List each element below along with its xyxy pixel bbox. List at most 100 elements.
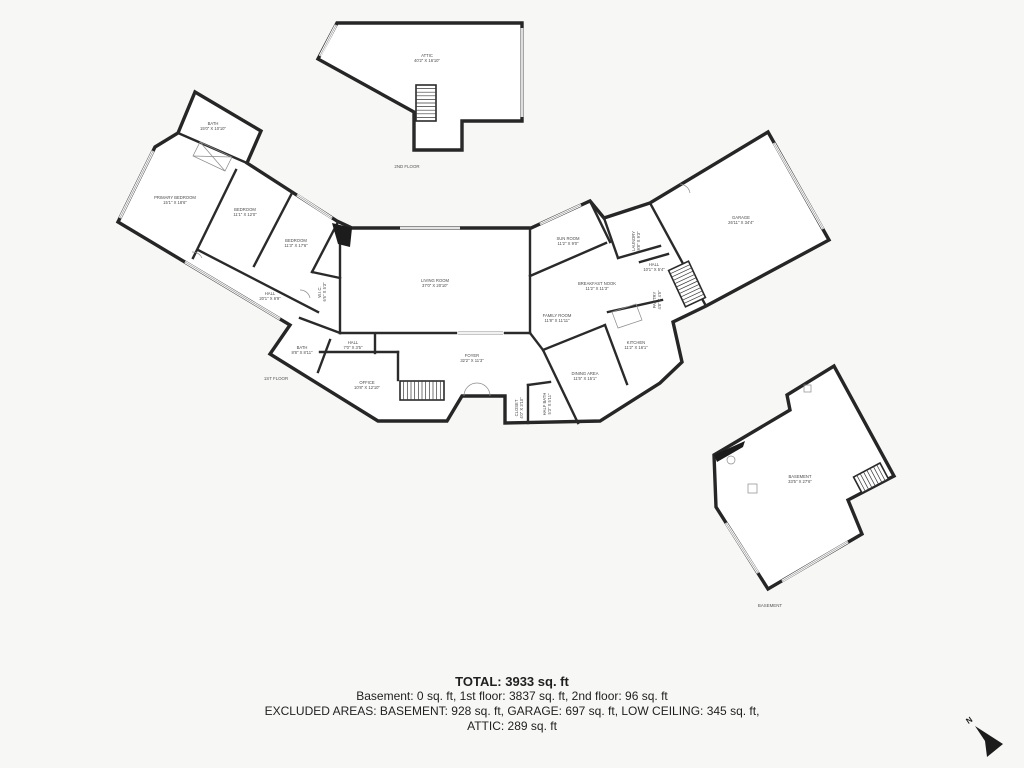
stair-step	[674, 274, 695, 285]
window	[319, 24, 337, 57]
interior-wall	[191, 168, 238, 260]
room-dims-half-bath: 5'3" X 5'11"	[547, 393, 552, 415]
interior-wall	[616, 244, 662, 260]
interior-wall	[298, 316, 342, 335]
room-dims-pantry: 4'8" X 4'5"	[657, 290, 662, 310]
stair-step	[866, 469, 876, 487]
interior-wall	[196, 248, 320, 314]
stair-step	[683, 293, 705, 304]
garage-door-swing	[679, 183, 691, 194]
room-dims-living-room: 37'0" X 20'10"	[422, 283, 449, 288]
room-name-primary-bedroom: PRIMARY BEDROOM	[154, 195, 196, 200]
room-name-laundry: LAUNDRY	[631, 231, 636, 251]
closet-box-cross	[192, 155, 233, 158]
room-dims-office: 10'8" X 12'10"	[354, 385, 381, 390]
attic-stairs	[415, 84, 437, 122]
stair-step	[680, 287, 701, 298]
bedroom-door-swing	[299, 289, 311, 299]
window	[296, 194, 333, 219]
room-dims-foyer: 32'2" X 11'3"	[460, 358, 484, 363]
floor-label-second: 2ND FLOOR	[394, 164, 419, 169]
interior-wall	[602, 216, 620, 260]
room-name-bath-upper: BATH	[208, 121, 219, 126]
room-dims-sun-room: 11'2" X 9'0"	[557, 241, 579, 246]
room-name-hall-garage: HALL	[649, 262, 660, 267]
window	[773, 142, 824, 230]
basement-dark-corner	[714, 441, 745, 462]
interior-wall	[603, 323, 629, 386]
stair-step	[856, 475, 866, 492]
room-dims-bedroom-2: 11'3" X 17'6"	[284, 243, 308, 248]
room-dims-attic: 40'2" X 16'10"	[414, 58, 441, 63]
room-name-half-bath: HALF BATH	[542, 393, 547, 416]
window	[725, 522, 759, 574]
first-floor-outline	[115, 89, 832, 425]
room-name-attic: ATTIC	[421, 53, 433, 58]
stair-step	[682, 290, 703, 301]
interior-wall	[588, 199, 612, 244]
room-dims-primary-bedroom: 15'1" X 18'6"	[163, 200, 187, 205]
room-name-pantry: PANTRY	[652, 291, 657, 308]
stair-step	[671, 267, 692, 278]
stair-step	[869, 468, 879, 485]
room-dims-basement: 33'5" X 27'6"	[788, 479, 812, 484]
room-dims-closet: 4'0" X 3'10"	[519, 397, 524, 419]
interior-wall	[528, 331, 545, 352]
interior-wall	[638, 252, 670, 264]
interior-wall	[528, 241, 608, 278]
basement-water-heater	[726, 455, 736, 465]
area-summary: TOTAL: 3933 sq. ft Basement: 0 sq. ft, 1…	[0, 674, 1024, 734]
stair-step	[669, 264, 691, 275]
room-name-living-room: LIVING ROOM	[421, 278, 449, 283]
room-name-closet: CLOSET	[514, 399, 519, 416]
stair-step	[859, 473, 869, 490]
room-dims-laundry: 9'8" X 9'3"	[636, 231, 641, 251]
room-name-hall-bedrooms: HALL	[265, 291, 276, 296]
room-name-bedroom-1: BEDROOM	[234, 207, 256, 212]
room-dims-bath-lower: 8'8" X 8'11"	[291, 350, 313, 355]
office-stairs	[399, 380, 445, 401]
basement-fixture	[747, 483, 758, 494]
front-door-swing	[476, 382, 491, 397]
north-letter: N	[964, 715, 974, 726]
basement-fixture	[803, 384, 812, 393]
room-dims-family-room: 11'8" X 11'11"	[544, 318, 570, 323]
window	[184, 261, 281, 320]
label-group-wic: W.I.C. 6'6" X 5'3"	[317, 282, 327, 302]
room-name-bedroom-2: BEDROOM	[285, 238, 307, 243]
garage-stairs	[667, 260, 707, 308]
stair-step	[676, 277, 697, 288]
window	[781, 541, 849, 582]
interior-wall	[310, 220, 340, 274]
stair-step	[677, 280, 698, 291]
room-name-bath-lower: BATH	[297, 345, 308, 350]
room-name-sun-room: SUN ROOM	[556, 236, 580, 241]
total-area: TOTAL: 3933 sq. ft	[455, 674, 569, 689]
floor-label-basement: BASEMENT	[758, 603, 782, 608]
room-name-dining-area: DINING AREA	[572, 371, 599, 376]
room-dims-dining-area: 11'5" X 15'1"	[573, 376, 597, 381]
room-dims-breakfast-nook: 11'2" X 11'3"	[585, 286, 609, 291]
stair-step	[673, 270, 694, 281]
excluded-areas-line: EXCLUDED AREAS: BASEMENT: 928 sq. ft, GA…	[264, 704, 760, 718]
north-arrow-icon	[975, 726, 1003, 757]
stair-outline	[667, 260, 707, 308]
interior-wall	[310, 270, 342, 280]
kitchen-island	[611, 303, 643, 329]
interior-wall	[541, 323, 607, 352]
front-door-swing	[463, 382, 478, 397]
room-dims-bedroom-1: 11'1" X 12'0"	[233, 212, 257, 217]
label-group-pantry: PANTRY 4'8" X 4'5"	[652, 290, 662, 310]
floor-label-first: 1ST FLOOR	[264, 376, 288, 381]
basement-stairs	[852, 461, 890, 495]
bath-door-swing	[191, 251, 203, 259]
fireplace	[332, 223, 352, 247]
label-group-half-bath: HALF BATH 5'3" X 5'11"	[542, 393, 552, 416]
room-dims-bath-upper: 15'0" X 10'10"	[200, 126, 227, 131]
room-name-office: OFFICE	[359, 380, 375, 385]
interior-wall	[252, 191, 294, 268]
floor-areas-line: Basement: 0 sq. ft, 1st floor: 3837 sq. …	[356, 689, 668, 703]
room-name-breakfast-nook: BREAKFAST NOOK	[578, 281, 616, 286]
stair-step	[863, 471, 873, 488]
